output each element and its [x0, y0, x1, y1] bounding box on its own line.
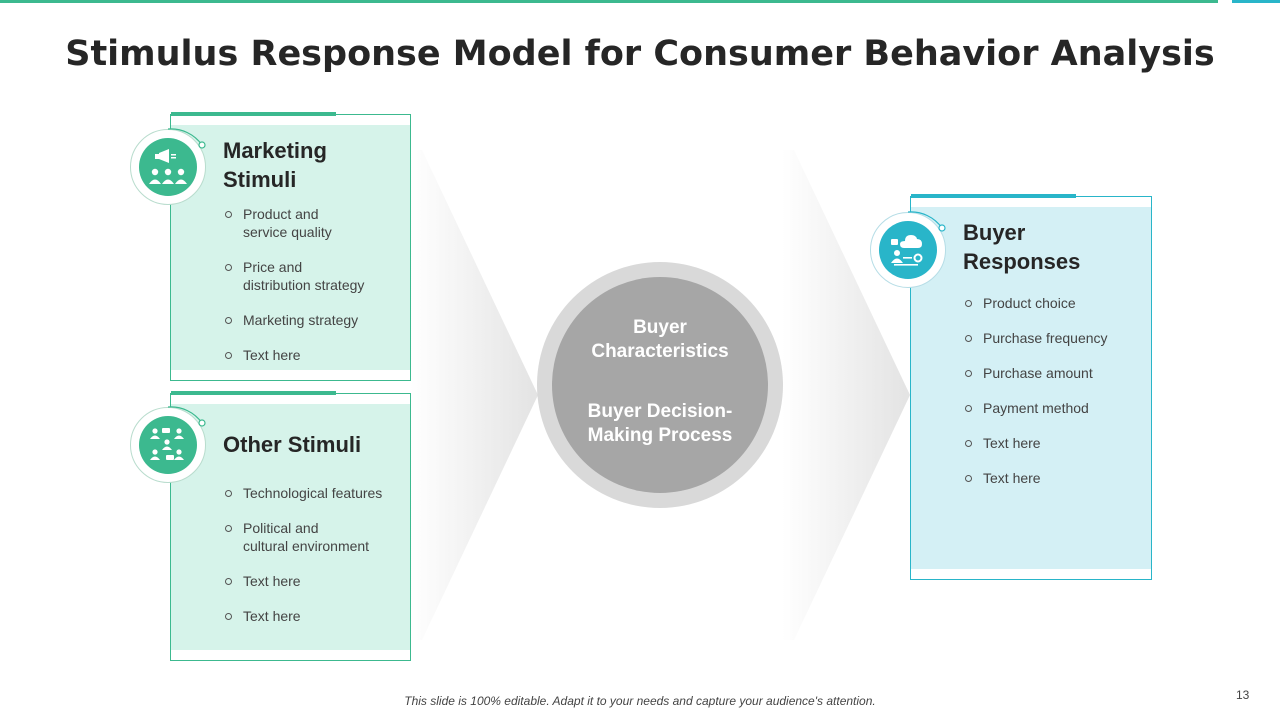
list-item: Political and cultural environment — [224, 519, 409, 555]
list-item: Purchase amount — [964, 364, 1149, 382]
card-accent-bar — [171, 112, 336, 116]
list-item: Technological features — [224, 484, 409, 502]
card-accent-bar — [171, 391, 336, 395]
page-number: 13 — [1236, 688, 1250, 702]
top-accent-line — [0, 0, 1218, 3]
list-item: Payment method — [964, 399, 1149, 417]
card-title: Marketing Stimuli — [223, 138, 327, 192]
list-item: Text here — [224, 346, 409, 364]
buyer-decision-process-label: Buyer Decision- Making Process — [587, 401, 733, 446]
cloud-user-icon — [891, 235, 923, 266]
list-item: Text here — [224, 607, 409, 625]
network-people-icon — [150, 428, 184, 460]
card-body — [171, 125, 410, 370]
megaphone-people-icon — [149, 149, 187, 184]
slide-title: Stimulus Response Model for Consumer Beh… — [65, 34, 1215, 74]
center-inner-circle — [552, 277, 768, 493]
list-item: Purchase frequency — [964, 329, 1149, 347]
card-body — [171, 404, 410, 650]
badge-arc-decoration — [167, 406, 206, 427]
list-item: Product and service quality — [224, 205, 409, 241]
list-item: Text here — [964, 434, 1149, 452]
footer-note: This slide is 100% editable. Adapt it to… — [404, 694, 876, 708]
card-accent-bar — [911, 194, 1076, 198]
top-accent-line-right — [1232, 0, 1280, 3]
card-title: Buyer Responses — [963, 220, 1081, 274]
badge-disc — [139, 138, 197, 196]
list-item: Text here — [964, 469, 1149, 487]
badge-disc — [879, 221, 937, 279]
marketing-stimuli-badge — [130, 128, 206, 205]
other-stimuli-card: Other Stimuli Technological features Pol… — [170, 391, 411, 661]
buyer-characteristics-label: Buyer Characteristics — [591, 317, 729, 362]
other-stimuli-badge — [130, 406, 206, 483]
card-title: Other Stimuli — [223, 432, 362, 457]
bullet-list: Product choice Purchase frequency Purcha… — [964, 294, 1149, 504]
marketing-stimuli-card: Marketing Stimuli Product and service qu… — [170, 112, 411, 381]
bullet-list: Technological features Political and cul… — [224, 484, 409, 642]
card-body — [911, 207, 1151, 569]
badge-arc-decoration — [907, 211, 946, 232]
list-item: Product choice — [964, 294, 1149, 312]
list-item: Text here — [224, 572, 409, 590]
badge-disc — [139, 416, 197, 474]
buyer-responses-card: Buyer Responses Product choice Purchase … — [910, 194, 1152, 580]
bullet-list: Product and service quality Price and di… — [224, 205, 409, 381]
left-arrow-shape — [410, 150, 538, 640]
buyer-responses-badge — [870, 211, 946, 288]
badge-arc-decoration — [167, 128, 206, 149]
right-arrow-shape — [782, 150, 910, 640]
list-item: Marketing strategy — [224, 311, 409, 329]
list-item: Price and distribution strategy — [224, 258, 409, 294]
